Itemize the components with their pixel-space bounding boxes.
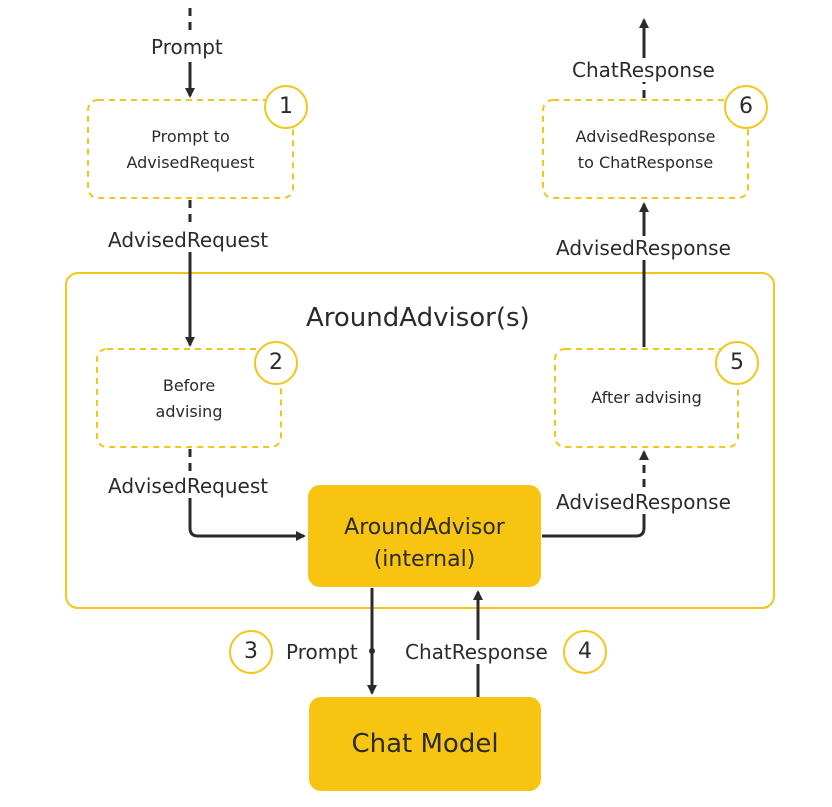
step-1-label-line2: AdvisedRequest bbox=[126, 153, 255, 172]
step-3-number: 3 bbox=[229, 630, 273, 674]
prompt-to-model-dot bbox=[369, 648, 375, 654]
around-advisors-group bbox=[65, 272, 775, 609]
chat-model-label: Chat Model bbox=[351, 729, 499, 759]
step-5-label-line1: After advising bbox=[591, 388, 702, 407]
chat-response-output-label: ChatResponse bbox=[572, 58, 715, 82]
step-6-number: 6 bbox=[724, 85, 768, 129]
step-2-label-line2: advising bbox=[155, 402, 223, 421]
step-5-number: 5 bbox=[715, 341, 759, 385]
advised-request-to-internal-arrow bbox=[188, 498, 306, 541]
chat-response-from-model-label: ChatResponse bbox=[405, 640, 548, 664]
around-advisors-title: AroundAdvisor(s) bbox=[306, 303, 530, 333]
step-6-label: AdvisedResponse to ChatResponse bbox=[543, 124, 748, 176]
step-5-label: After advising bbox=[555, 385, 738, 411]
advised-request-label-top: AdvisedRequest bbox=[108, 228, 269, 252]
advised-request-label-bottom: AdvisedRequest bbox=[108, 474, 269, 498]
internal-line2: (internal) bbox=[373, 547, 476, 572]
step-2-label: Before advising bbox=[97, 373, 281, 425]
internal-to-after-advising-arrow bbox=[542, 513, 646, 538]
step-1-number: 1 bbox=[264, 85, 308, 129]
step-1-label: Prompt to AdvisedRequest bbox=[88, 124, 293, 176]
prompt-input-label: Prompt bbox=[151, 35, 223, 59]
chat-model-box: Chat Model bbox=[309, 697, 541, 791]
prompt-to-model-label: Prompt bbox=[286, 640, 358, 664]
step-2-box bbox=[96, 348, 282, 448]
step-2-label-line1: Before bbox=[162, 376, 216, 395]
step-6-box bbox=[542, 99, 749, 199]
advised-response-label-bottom: AdvisedResponse bbox=[556, 490, 731, 514]
step-1-box bbox=[87, 99, 294, 199]
step-6-label-line1: AdvisedResponse bbox=[575, 127, 716, 146]
around-advisor-internal-box: AroundAdvisor (internal) bbox=[308, 485, 541, 587]
step-1-label-line1: Prompt to bbox=[151, 127, 230, 146]
step-6-label-line2: to ChatResponse bbox=[577, 153, 714, 172]
advised-response-label-top: AdvisedResponse bbox=[556, 236, 731, 260]
internal-line1: AroundAdvisor bbox=[344, 515, 505, 540]
step-5-box bbox=[554, 348, 739, 448]
step-2-number: 2 bbox=[254, 341, 298, 385]
step-4-number: 4 bbox=[563, 630, 607, 674]
